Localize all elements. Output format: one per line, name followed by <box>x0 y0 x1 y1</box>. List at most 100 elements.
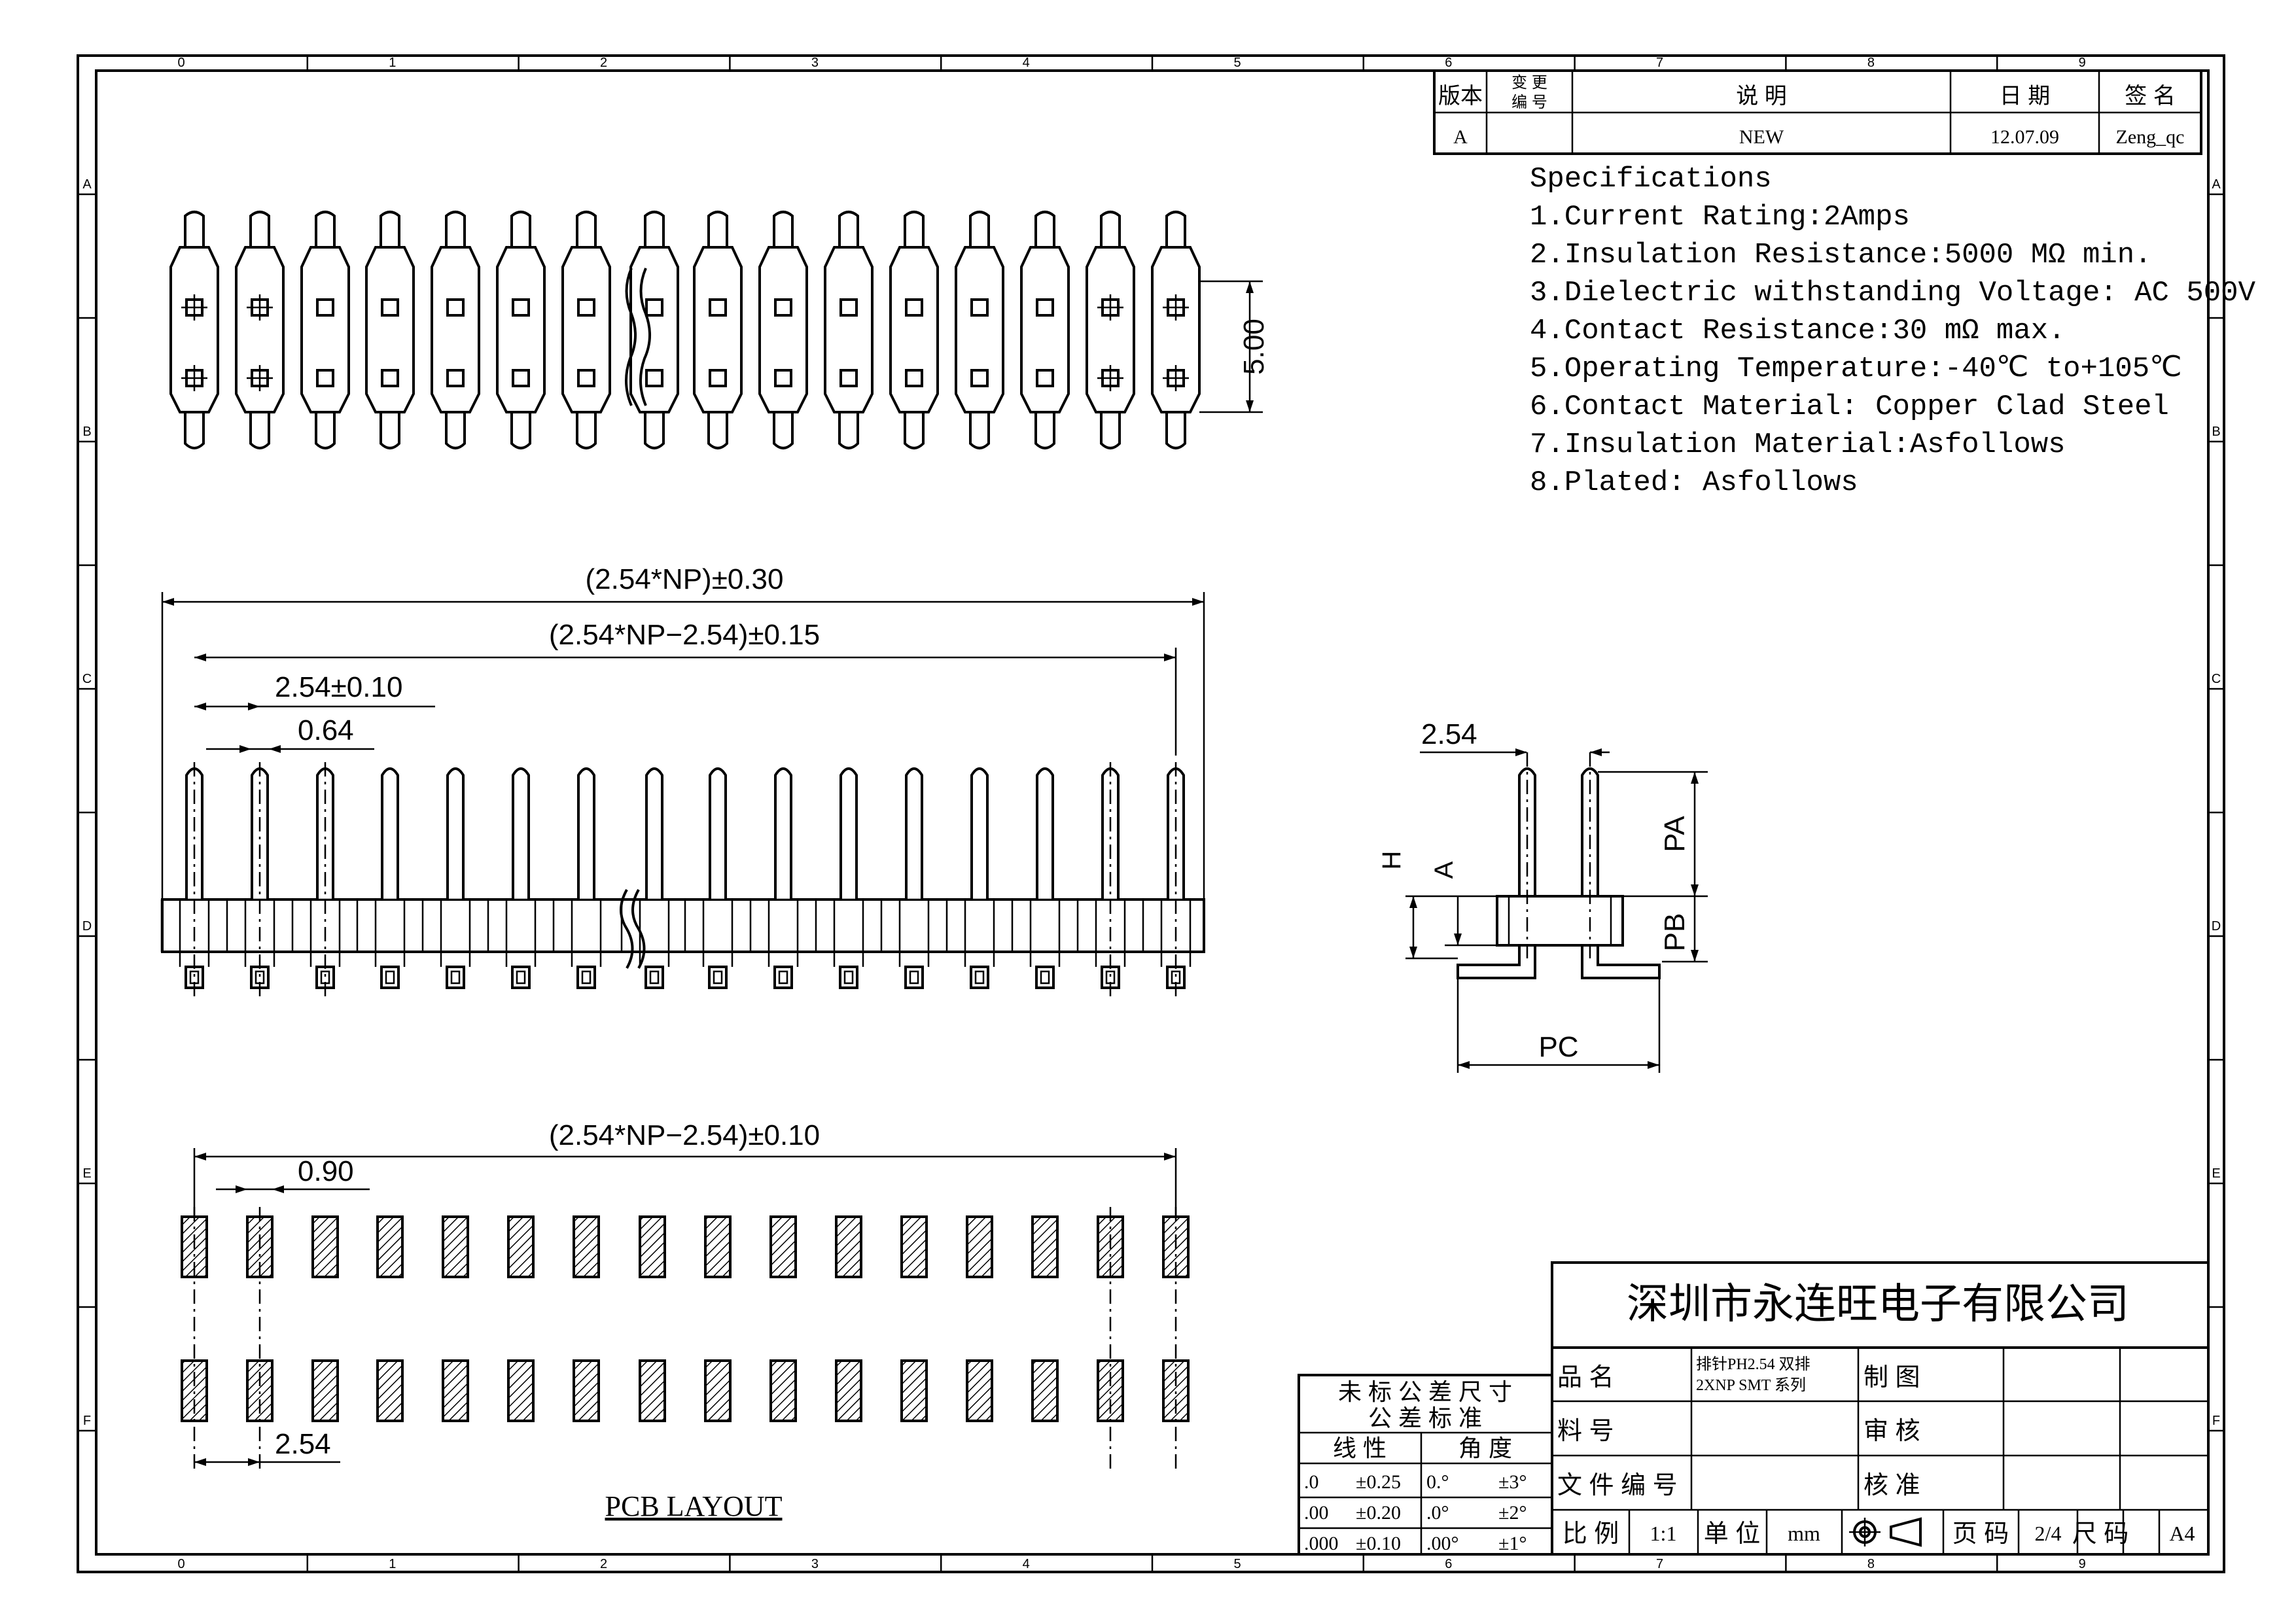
front-pin-foot-inner <box>713 970 723 985</box>
front-pin-width: 0.64 <box>298 714 354 746</box>
outer-border <box>77 54 2225 1573</box>
side-housing-inner <box>1508 895 1612 947</box>
top-contact-square <box>577 298 595 317</box>
front-pin-segment <box>964 898 995 953</box>
zone-col-top-6: 6 <box>1445 56 1452 70</box>
zone-col-bottom-0: 0 <box>177 1557 185 1571</box>
zone-col-top-4: 4 <box>1023 56 1030 70</box>
tolerance-linear-value: ±0.25 <box>1356 1471 1401 1493</box>
revision-cell: Zeng_qc <box>2116 126 2185 148</box>
spec-item: 3.Dielectric withstanding Voltage: AC 50… <box>1530 277 2256 309</box>
front-pin-foot <box>645 966 664 989</box>
front-pin <box>1036 767 1054 899</box>
revision-header-date: 日 期 <box>2000 84 2050 109</box>
front-pin-foot-inner <box>1040 970 1050 985</box>
product-label: 品 名 <box>1557 1364 1614 1391</box>
top-pin-upper <box>510 211 531 247</box>
top-pin-upper <box>644 211 665 247</box>
tolerance-linear-value: ±0.10 <box>1356 1533 1401 1554</box>
side-housing <box>1496 895 1624 947</box>
top-housing-segment <box>235 246 285 413</box>
pcb-pad <box>181 1359 208 1422</box>
front-pin-foot-inner <box>516 970 526 985</box>
top-contact-square <box>839 298 858 317</box>
side-dim-pb-label: PB <box>1659 913 1691 952</box>
revision-cell: NEW <box>1739 126 1784 148</box>
revision-header-description: 说 明 <box>1736 84 1786 109</box>
pcb-pad <box>376 1215 404 1278</box>
top-pin-lower <box>644 411 665 449</box>
pcb-pad <box>639 1215 666 1278</box>
front-pin-segment <box>768 898 799 953</box>
zone-col-top-2: 2 <box>600 56 607 70</box>
front-pin-foot <box>708 966 728 989</box>
pcb-pad <box>573 1215 600 1278</box>
top-contact-square <box>1036 369 1054 387</box>
page-label: 页 码 <box>1952 1520 2009 1548</box>
front-pin-foot <box>1035 966 1055 989</box>
front-pin-foot-inner <box>909 970 919 985</box>
dim-arrow <box>1515 748 1527 756</box>
top-contact-square <box>316 369 334 387</box>
top-housing-segment <box>169 246 219 413</box>
dim-arrow <box>194 1153 206 1161</box>
zone-col-bottom-1: 1 <box>389 1557 396 1571</box>
front-pin-foot-inner <box>843 970 854 985</box>
zone-col-top-8: 8 <box>1867 56 1875 70</box>
spec-item: 6.Contact Material: Copper Clad Steel <box>1530 391 2169 423</box>
drawn-label: 制 图 <box>1863 1364 1920 1391</box>
tolerance-linear-digits: .0 <box>1304 1471 1319 1493</box>
top-contact-square <box>839 369 858 387</box>
top-pin-lower <box>1165 411 1186 449</box>
top-pin-lower <box>904 411 925 449</box>
top-contact-square <box>1036 298 1054 317</box>
pcb-pad <box>376 1359 404 1422</box>
top-housing-segment <box>1151 246 1201 413</box>
top-pin-upper <box>1034 211 1055 247</box>
pcb-pad <box>704 1215 732 1278</box>
front-pin <box>839 767 858 899</box>
top-housing-segment <box>300 246 350 413</box>
zone-row-left-C: C <box>82 672 92 686</box>
dim-arrow <box>1164 654 1176 661</box>
top-housing-segment <box>1020 246 1070 413</box>
pcb-pad <box>966 1359 993 1422</box>
revision-header-change-no-2: 编 号 <box>1511 94 1547 111</box>
front-pin-segment <box>505 898 537 953</box>
top-contact-square <box>645 369 663 387</box>
top-pin-upper <box>969 211 990 247</box>
top-pin-lower <box>184 411 205 449</box>
front-pin-segment <box>374 898 406 953</box>
pcb-pad <box>704 1359 732 1422</box>
zone-col-bottom-5: 5 <box>1233 1557 1241 1571</box>
top-pin-upper <box>773 211 794 247</box>
top-pin-upper <box>184 211 205 247</box>
product-value-line2: 2XNP SMT 系列 <box>1696 1376 1806 1394</box>
zone-col-bottom-9: 9 <box>2079 1557 2086 1571</box>
top-pin-lower <box>773 411 794 449</box>
front-pin-foot <box>839 966 858 989</box>
pcb-row-pitch: 2.54 <box>275 1428 331 1460</box>
zone-col-top-0: 0 <box>177 56 185 70</box>
title-block-frame <box>1551 1261 2210 1556</box>
front-pin-foot-inner <box>255 970 265 985</box>
top-pin-upper <box>838 211 859 247</box>
top-contact-square <box>970 369 989 387</box>
specs-title: Specifications <box>1530 163 1772 196</box>
front-pin-foot-inner <box>450 970 461 985</box>
top-break-line <box>624 268 637 406</box>
top-housing-segment <box>824 246 874 413</box>
front-break-line <box>631 889 646 969</box>
top-pin-upper <box>249 211 270 247</box>
zone-col-top-9: 9 <box>2079 56 2086 70</box>
top-pin-upper <box>707 211 728 247</box>
side-dim-pa-label: PA <box>1659 816 1691 852</box>
top-contact-square <box>709 369 727 387</box>
zone-col-bottom-2: 2 <box>600 1557 607 1571</box>
dim-arrow <box>236 1185 247 1193</box>
top-housing-segment <box>889 246 939 413</box>
top-contact-square <box>774 298 792 317</box>
